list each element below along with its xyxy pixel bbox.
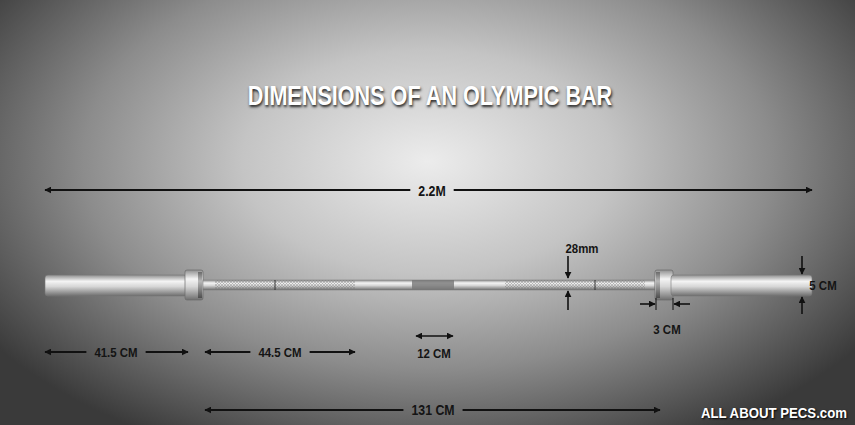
dimension-arrow <box>463 409 660 411</box>
sleeve-length: 41.5 CM <box>94 346 137 359</box>
dimension-arrow <box>801 297 803 314</box>
dimension-marks <box>416 256 802 336</box>
dimension-arrow <box>567 256 569 278</box>
dimension-arrow <box>45 189 410 191</box>
center-knurl-length: 12 CM <box>417 347 451 360</box>
collar-width: 3 CM <box>653 323 680 336</box>
dimension-arrow <box>416 335 453 337</box>
center-knurling <box>412 280 454 290</box>
dimension-arrow <box>567 291 569 310</box>
grip-mark <box>275 280 276 290</box>
diagram-title: DIMENSIONS OF AN OLYMPIC BAR <box>248 83 612 110</box>
left-collar-ring <box>198 272 202 298</box>
grip-section-length: 44.5 CM <box>258 346 301 359</box>
dimension-arrow <box>146 351 188 353</box>
barbell <box>45 270 812 300</box>
dimension-arrow <box>310 351 355 353</box>
left-sleeve <box>45 275 187 296</box>
sleeve-diameter: 5 CM <box>809 279 836 292</box>
overall-length: 2.2M <box>418 184 445 198</box>
grip-mark <box>595 280 596 290</box>
left-collar <box>185 270 203 300</box>
dimension-arrow <box>674 303 690 305</box>
right-collar <box>655 270 673 300</box>
inner-length: 131 CM <box>411 403 454 417</box>
dimension-arrow <box>801 256 803 274</box>
right-sleeve <box>671 275 812 296</box>
shaft-diameter: 28mm <box>565 242 598 255</box>
dimension-arrow <box>454 189 812 191</box>
left-knurling <box>215 280 355 290</box>
dimension-arrow <box>640 303 655 305</box>
extension-line <box>673 298 674 310</box>
watermark: ALL ABOUT PECS.com <box>701 405 847 420</box>
right-knurling <box>505 280 645 290</box>
dimension-arrows <box>45 190 812 410</box>
dimension-arrow <box>45 351 86 353</box>
extension-line <box>656 298 657 310</box>
shaft <box>203 280 655 290</box>
right-collar-ring <box>656 272 660 298</box>
dimension-arrow <box>205 351 250 353</box>
dimension-arrow <box>205 409 403 411</box>
